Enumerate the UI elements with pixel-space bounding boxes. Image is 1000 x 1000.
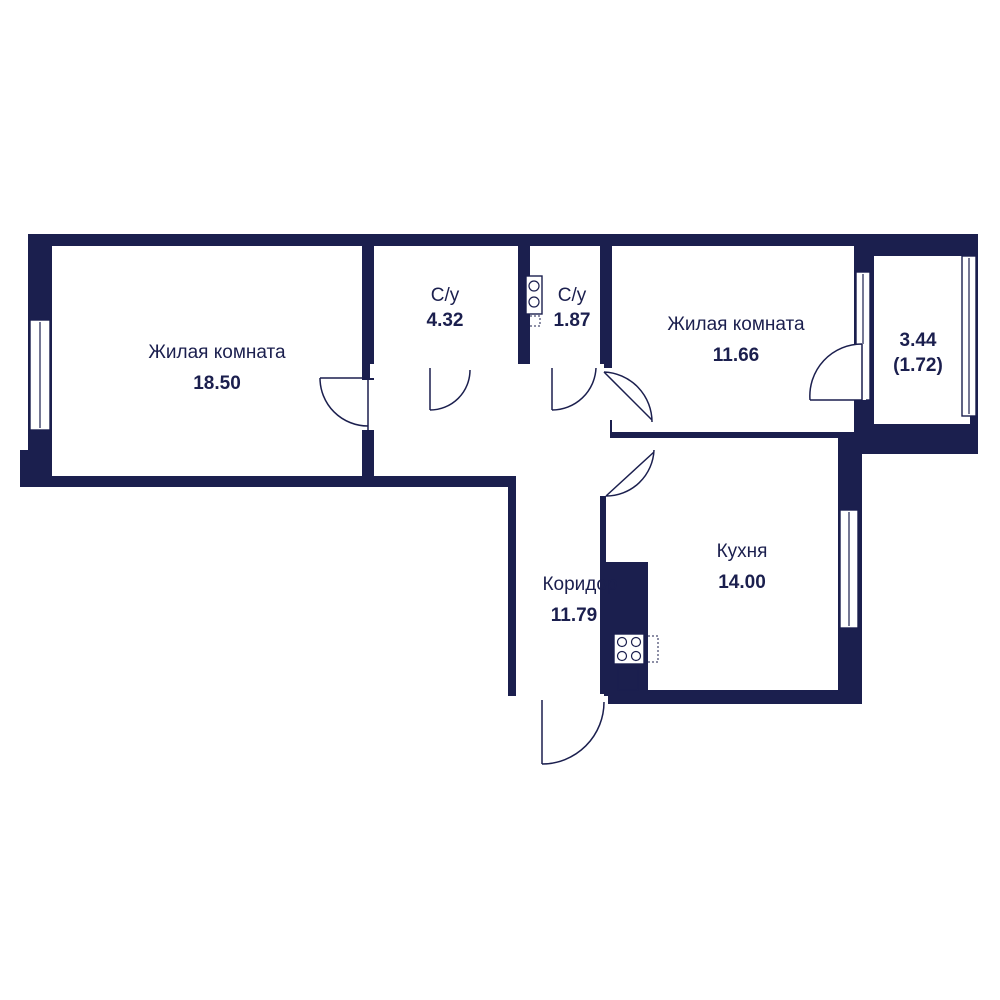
room-area-kitchen: 14.00 (718, 572, 766, 593)
door-living-room-1 (319, 377, 369, 430)
door-balcony (809, 343, 863, 401)
door-bathroom-1 (429, 368, 471, 411)
window-kitchen (839, 509, 859, 629)
room-name-living-room-1: Жилая комната (148, 342, 286, 363)
door-kitchen (605, 449, 655, 497)
door-bathroom-2 (551, 367, 597, 411)
room-area-balcony: 3.44 (900, 330, 937, 351)
door-living-room-2 (603, 371, 653, 423)
room-name-living-room-2: Жилая комната (667, 314, 805, 335)
room-area-balcony-reduced: (1.72) (893, 355, 943, 376)
window-living-room-1 (29, 319, 51, 431)
room-area-bathroom-2: 1.87 (554, 310, 591, 331)
door-entrance (541, 700, 605, 765)
walls (20, 234, 978, 704)
room-area-living-room-2: 11.66 (713, 345, 760, 366)
room-area-bathroom-1: 4.32 (427, 310, 464, 331)
room-area-corridor: 11.79 (551, 605, 598, 626)
room-name-corridor: Коридор (542, 574, 617, 595)
room-name-bathroom-2: С/у (558, 285, 587, 306)
room-area-living-room-1: 18.50 (193, 373, 241, 394)
stove-icon (613, 633, 659, 691)
sink-icon (525, 275, 543, 327)
room-name-kitchen: Кухня (717, 541, 768, 562)
room-name-bathroom-1: С/у (431, 285, 460, 306)
window-balcony-right (961, 255, 977, 417)
